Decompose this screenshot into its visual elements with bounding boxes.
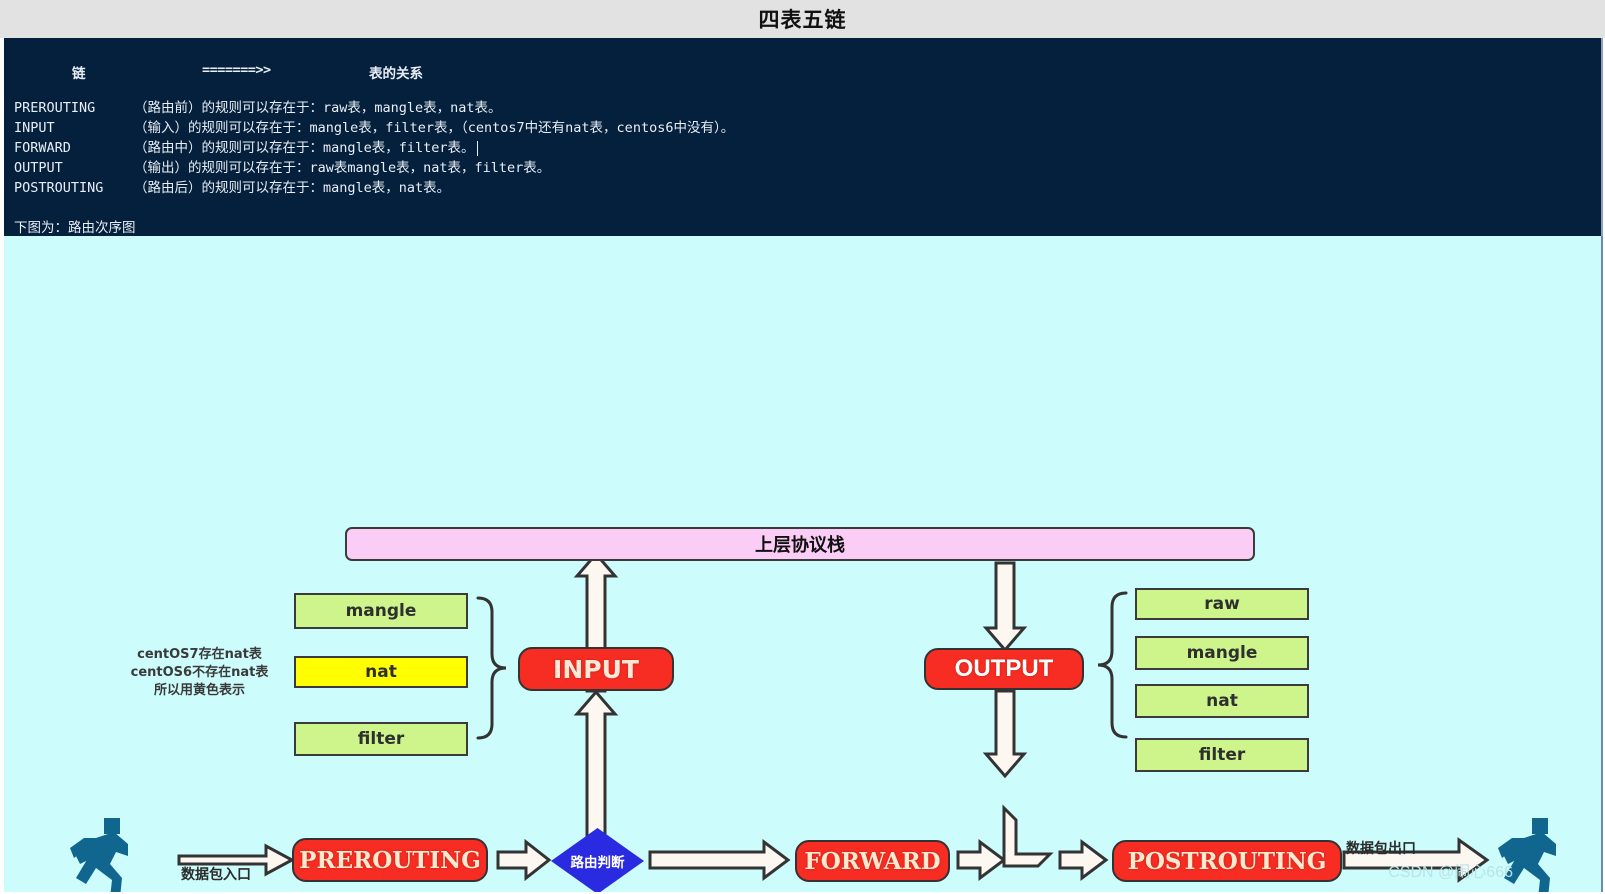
brace-input-tables [476,596,507,740]
row-description: （路由中）的规则可以存在于：mangle表，filter表。 [134,140,475,156]
row-description: （路由前）的规则可以存在于：raw表，mangle表，nat表。 [134,100,502,116]
chain-node-forward[interactable]: FORWARD [795,840,950,882]
terminal-row: PREROUTING （路由前）的规则可以存在于：raw表，mangle表，na… [14,98,1584,118]
egress-label: 数据包出口 [1346,841,1416,857]
table-box-input-nat: nat [294,656,468,688]
routing-decision-node[interactable]: 路由判断 [551,828,644,892]
arrow-forward-to-elbow [956,839,1007,881]
routing-decision-label: 路由判断 [570,855,625,871]
table-box-output-raw: raw [1135,588,1309,620]
terminal-panel: 链 =======>> 表的关系 PREROUTING （路由前）的规则可以存在… [4,38,1603,236]
nat-note-line: centOS7存在nat表 [137,647,262,662]
header-chain-label: 链 [72,66,86,82]
table-box-input-mangle: mangle [294,593,468,629]
arrow-decision-to-forward [648,839,791,881]
diagram-canvas: 上层协议栈 centOS7存在nat表 centOS6不存在nat表 所以用黄色… [4,236,1603,892]
row-description: （输入）的规则可以存在于：mangle表，filter表，（centos7中还有… [134,120,735,136]
terminal-row: OUTPUT （输出）的规则可以存在于：raw表mangle表，nat表，fil… [14,158,1584,178]
arrow-down-stack-to-output [982,561,1028,653]
nat-note-line: 所以用黄色表示 [153,683,245,698]
window-titlebar: 四表五链 [0,0,1605,38]
terminal-header-row: 链 =======>> 表的关系 [4,62,1601,84]
table-box-output-filter: filter [1135,738,1309,772]
header-relation-label: 表的关系 [369,66,423,82]
arrow-up-to-input [573,689,619,838]
table-box-input-filter: filter [294,722,468,756]
row-description: （输出）的规则可以存在于：raw表mangle表，nat表，filter表。 [134,160,551,176]
table-box-output-mangle: mangle [1135,636,1309,670]
header-arrow-label: =======>> [202,62,271,78]
terminal-footer-note: 下图为：路由次序图 [14,220,136,236]
arrow-elbow-to-postrouting [1058,839,1109,881]
row-chain-name: FORWARD [14,140,71,156]
chain-node-prerouting[interactable]: PREROUTING [292,838,488,882]
upper-protocol-stack-bar: 上层协议栈 [345,527,1255,561]
nat-note-line: centOS6不存在nat表 [130,665,269,680]
row-chain-name: INPUT [14,120,55,136]
arrow-down-output [982,689,1028,779]
runner-icon-left [70,818,128,892]
terminal-row: POSTROUTING （路由后）的规则可以存在于：mangle表，nat表。 [14,178,1584,198]
nat-note: centOS7存在nat表 centOS6不存在nat表 所以用黄色表示 [112,646,287,700]
brace-output-tables [1097,591,1128,739]
elbow-connector [1002,804,1054,868]
chain-node-postrouting[interactable]: POSTROUTING [1112,840,1342,882]
text-cursor [476,140,478,156]
terminal-row: INPUT （输入）的规则可以存在于：mangle表，filter表，（cent… [14,118,1584,138]
page-title: 四表五链 [758,8,847,32]
row-chain-name: PREROUTING [14,100,96,116]
csdn-watermark: CSDN @闹心666 [1388,864,1513,881]
row-chain-name: POSTROUTING [14,180,104,196]
row-chain-name: OUTPUT [14,160,63,176]
chain-node-output[interactable]: OUTPUT [924,648,1084,690]
terminal-row: FORWARD （路由中）的规则可以存在于：mangle表，filter表。 [14,138,1584,158]
chain-node-input[interactable]: INPUT [518,647,674,691]
table-box-output-nat: nat [1135,684,1309,718]
terminal-lines: PREROUTING （路由前）的规则可以存在于：raw表，mangle表，na… [14,98,1584,198]
arrow-prerouting-to-decision [496,838,552,882]
row-description: （路由后）的规则可以存在于：mangle表，nat表。 [134,180,451,196]
diagram-vector-layer [70,551,1556,892]
ingress-label: 数据包入口 [181,867,251,883]
